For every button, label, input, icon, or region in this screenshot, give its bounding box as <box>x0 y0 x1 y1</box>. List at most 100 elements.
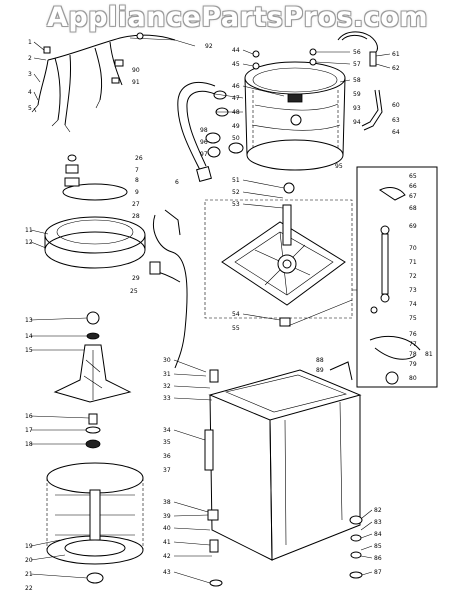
callout-label: 79 <box>409 361 417 368</box>
callout-label: 28 <box>132 213 140 220</box>
callout-label: 38 <box>163 499 171 506</box>
callout-label: 3 <box>28 71 32 78</box>
callout-label: 74 <box>409 301 417 308</box>
callout-label: 80 <box>409 375 417 382</box>
callout-label: 15 <box>25 347 33 354</box>
callout-label: 44 <box>232 47 240 54</box>
callout-label: 25 <box>130 288 138 295</box>
callout-label: 43 <box>163 569 171 576</box>
spin-basket <box>46 462 144 584</box>
callout-label: 75 <box>409 315 417 322</box>
callout-label: 17 <box>25 427 33 434</box>
callout-label: 6 <box>175 179 179 186</box>
callout-label: 34 <box>163 427 171 434</box>
fill-hose-assembly <box>337 31 383 131</box>
callout-label: 22 <box>25 585 33 592</box>
callout-label: 48 <box>232 109 240 116</box>
callout-label: 37 <box>163 467 171 474</box>
callout-label: 42 <box>163 553 171 560</box>
callout-label: 12 <box>25 239 33 246</box>
callout-label: 94 <box>353 119 361 126</box>
callout-label: 45 <box>232 61 240 68</box>
watermark-text: AppliancePartsPros.com <box>46 2 429 33</box>
callout-label: 36 <box>163 453 171 460</box>
callout-label: 31 <box>163 371 171 378</box>
callout-label: 66 <box>409 183 417 190</box>
callout-label: 11 <box>25 227 33 234</box>
callout-label: 60 <box>392 102 400 109</box>
callout-label: 4 <box>28 89 32 96</box>
callout-label: 8 <box>135 177 139 184</box>
callout-label: 86 <box>374 555 382 562</box>
callout-label: 29 <box>132 275 140 282</box>
base-plate-assembly <box>204 182 353 327</box>
callout-label: 51 <box>232 177 240 184</box>
callout-label: 84 <box>374 531 382 538</box>
callout-label: 67 <box>409 193 417 200</box>
callout-label: 57 <box>353 61 361 68</box>
callout-label: 83 <box>374 519 382 526</box>
callout-label: 30 <box>163 357 171 364</box>
callout-label: 96 <box>200 139 208 146</box>
cabinet <box>204 361 363 587</box>
callout-label: 69 <box>409 223 417 230</box>
callout-label: 33 <box>163 395 171 402</box>
callout-label: 21 <box>25 571 33 578</box>
suspension-kit-box <box>356 166 438 388</box>
callout-label: 64 <box>392 129 400 136</box>
callout-label: 82 <box>374 507 382 514</box>
callout-label: 62 <box>392 65 400 72</box>
wire-harness <box>31 32 196 133</box>
callout-label: 97 <box>200 151 208 158</box>
small-hardware <box>64 48 317 383</box>
callout-label: 63 <box>392 117 400 124</box>
callout-label: 16 <box>25 413 33 420</box>
callout-label: 90 <box>132 67 140 74</box>
callout-label: 54 <box>232 311 240 318</box>
callout-label: 68 <box>409 205 417 212</box>
callout-label: 61 <box>392 51 400 58</box>
balance-ring <box>44 183 146 269</box>
callout-label: 20 <box>25 557 33 564</box>
callout-label: 50 <box>232 135 240 142</box>
callout-label: 56 <box>353 49 361 56</box>
callout-label: 52 <box>232 189 240 196</box>
callout-label: 87 <box>374 569 382 576</box>
callout-label: 89 <box>316 367 324 374</box>
callout-label: 81 <box>425 351 433 358</box>
callout-label: 27 <box>132 201 140 208</box>
callout-label: 93 <box>353 105 361 112</box>
callout-label: 73 <box>409 287 417 294</box>
callout-label: 14 <box>25 333 33 340</box>
callout-label: 19 <box>25 543 33 550</box>
callout-label: 65 <box>409 173 417 180</box>
callout-label: 5 <box>28 105 32 112</box>
callout-label: 2 <box>28 55 32 62</box>
callout-label: 39 <box>163 513 171 520</box>
callout-label: 35 <box>163 439 171 446</box>
agitator <box>53 311 132 449</box>
callout-label: 77 <box>409 341 417 348</box>
callout-label: 85 <box>374 543 382 550</box>
callout-label: 59 <box>353 91 361 98</box>
callout-label: 72 <box>409 273 417 280</box>
callout-label: 92 <box>205 43 213 50</box>
callout-label: 32 <box>163 383 171 390</box>
callout-label: 26 <box>135 155 143 162</box>
callout-label: 98 <box>200 127 208 134</box>
callout-label: 53 <box>232 201 240 208</box>
callout-label: 91 <box>132 79 140 86</box>
callout-label: 18 <box>25 441 33 448</box>
callout-label: 49 <box>232 123 240 130</box>
callout-label: 88 <box>316 357 324 364</box>
callout-label: 1 <box>28 39 32 46</box>
power-cord <box>149 209 188 369</box>
callout-label: 55 <box>232 325 240 332</box>
leader-lines <box>30 41 391 584</box>
callout-labels: 1 2 3 4 5 6 7 8 9 11 12 13 14 15 16 17 1… <box>25 39 433 592</box>
callout-label: 9 <box>135 189 139 196</box>
callout-label: 76 <box>409 331 417 338</box>
callout-label: 58 <box>353 77 361 84</box>
callout-label: 47 <box>232 95 240 102</box>
